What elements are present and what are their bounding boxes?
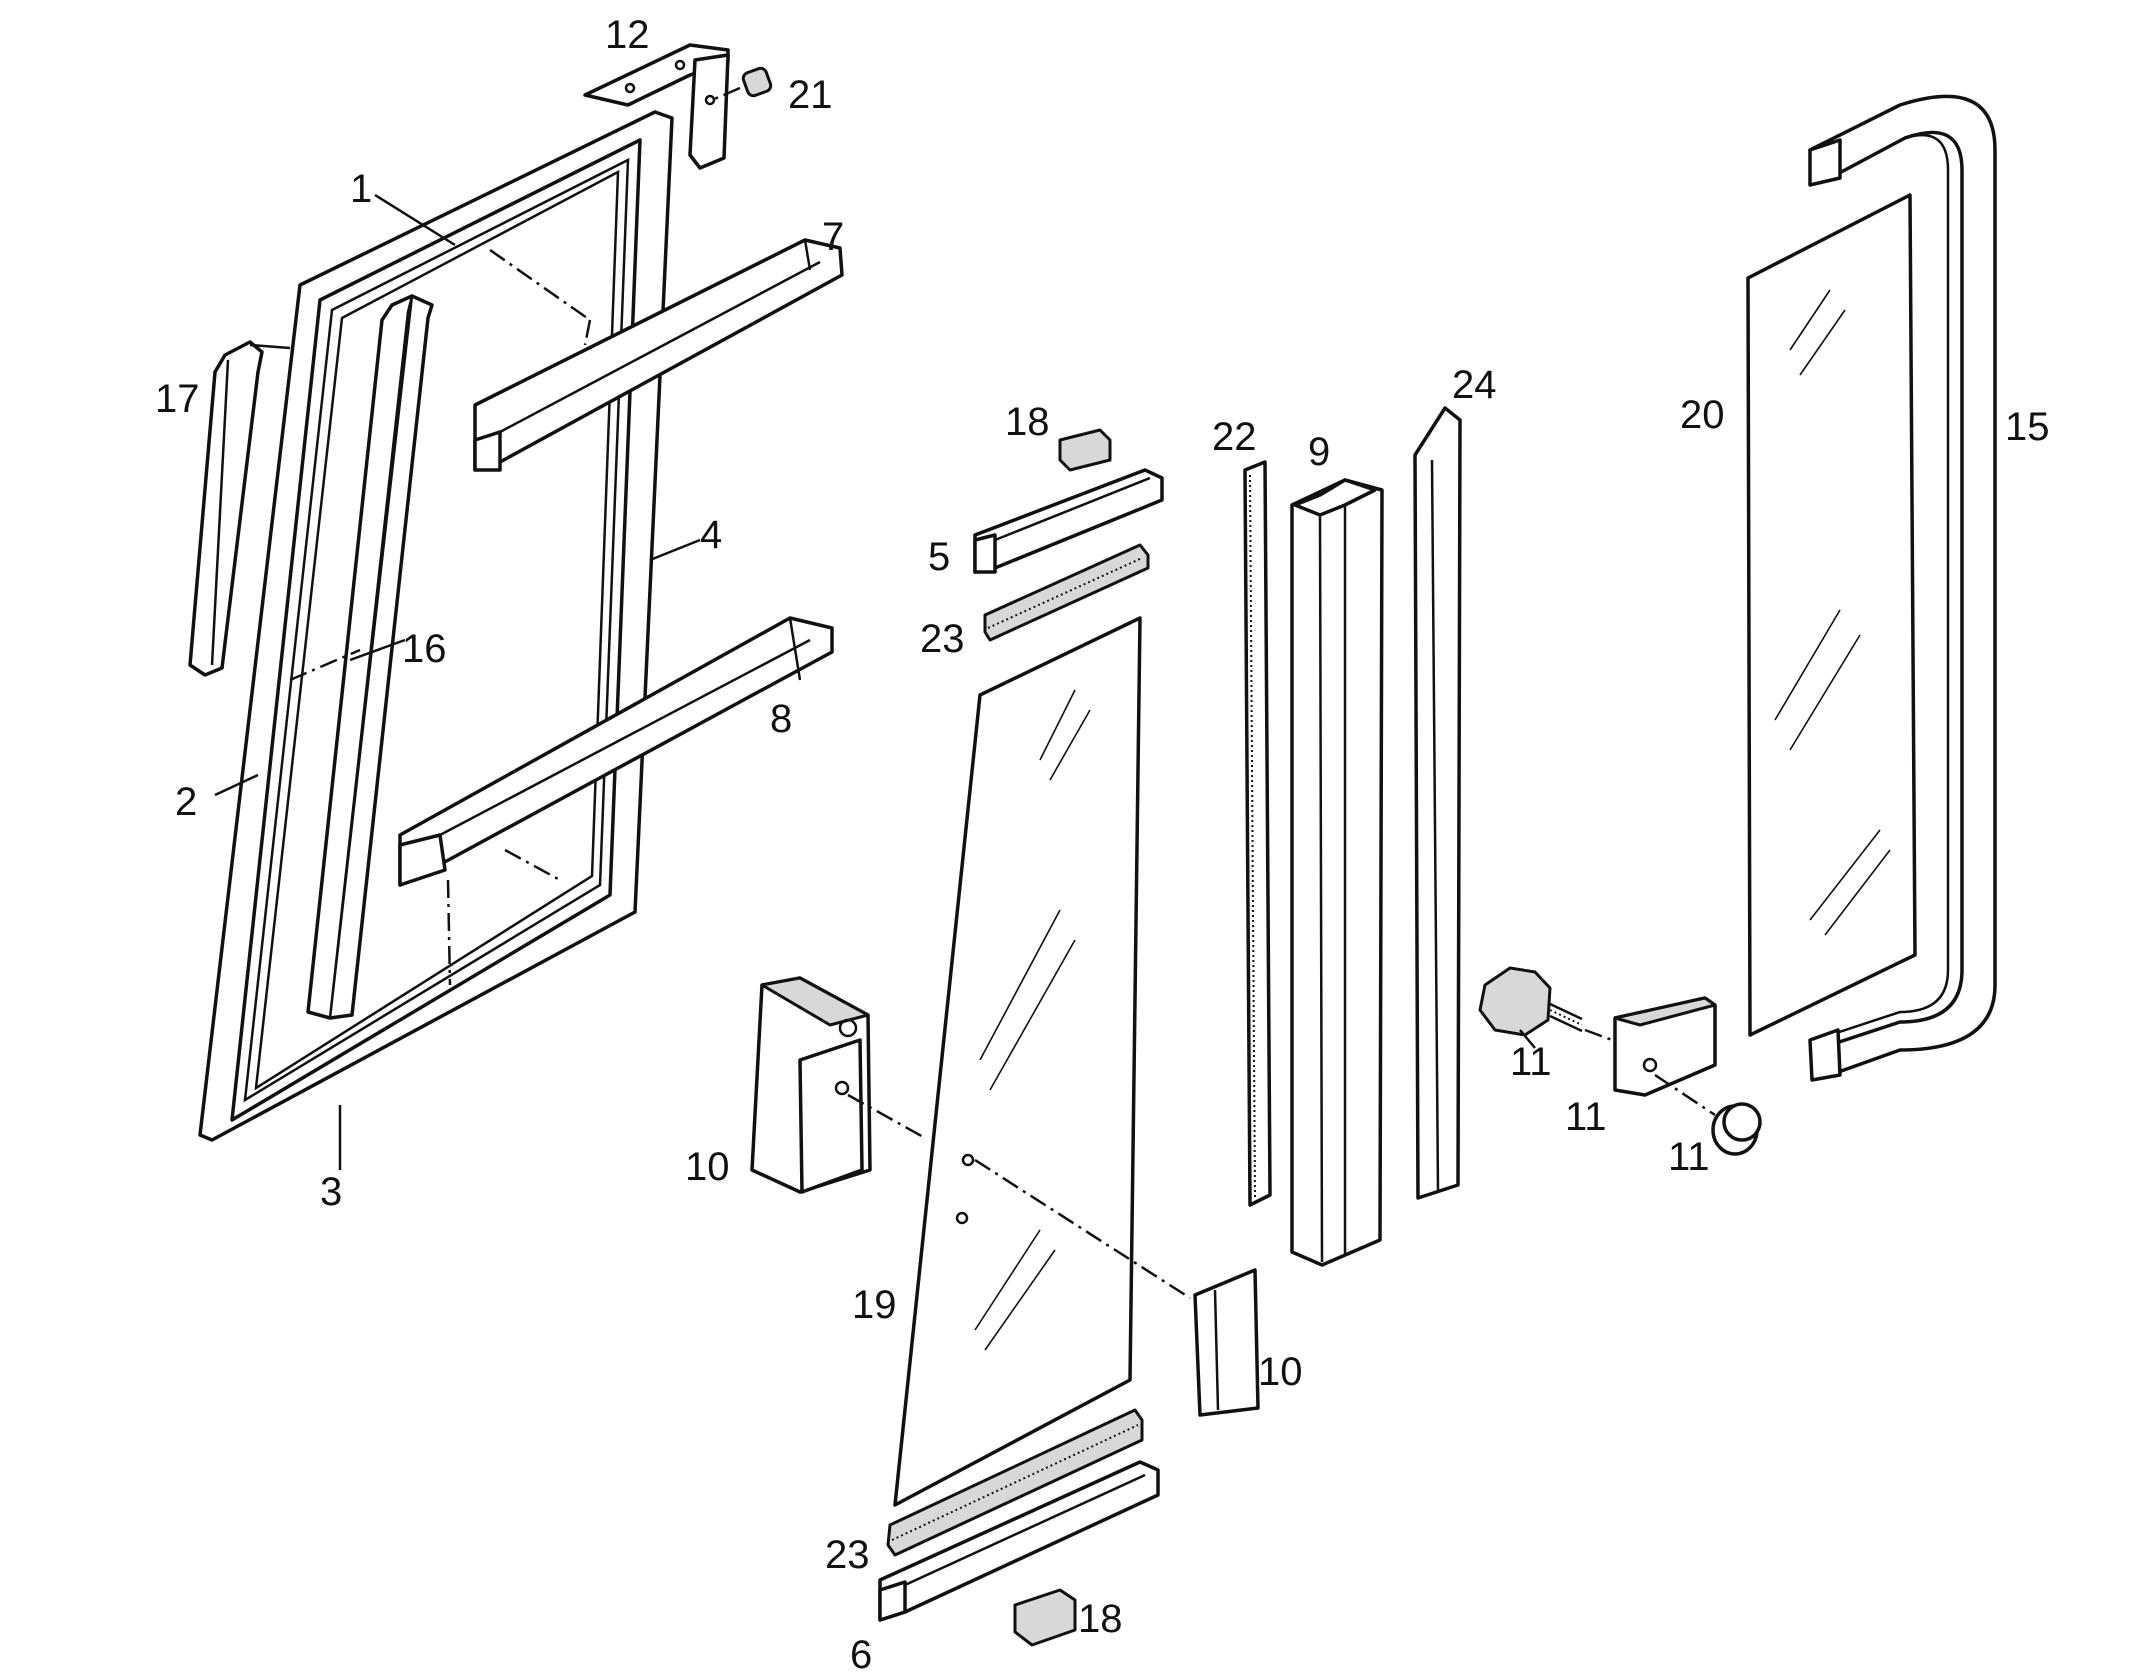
cap-nut-part: [1711, 1102, 1762, 1156]
clamp-cover-part: [974, 1158, 1260, 1417]
callout-8: 8: [770, 697, 792, 741]
callout-19: 19: [852, 1283, 897, 1327]
vertical-seal-strip-part: [1413, 406, 1462, 1200]
callout-18-bottom: 18: [1078, 1597, 1123, 1641]
fixed-frame-part: [1808, 94, 1997, 1082]
bottom-channel-part: [878, 1460, 1160, 1622]
fixed-glass-part: [1746, 193, 1917, 1037]
callout-17: 17: [155, 377, 200, 421]
end-cap-top-part: [1058, 428, 1112, 472]
screw-part: [711, 66, 773, 102]
end-cap-bottom-part: [1013, 1588, 1077, 1647]
callout-2: 2: [175, 780, 197, 824]
callout-22: 22: [1212, 415, 1257, 459]
lower-rail-part: [398, 616, 834, 887]
top-bracket-part: [583, 43, 730, 170]
door-frame-part: [198, 110, 674, 1142]
callout-9: 9: [1308, 430, 1330, 474]
callout-12: 12: [605, 13, 650, 57]
callout-15: 15: [2005, 405, 2050, 449]
knob-part: [1478, 966, 1583, 1037]
callout-1: 1: [350, 167, 372, 211]
upper-rail-part: [473, 238, 844, 472]
callout-24: 24: [1452, 363, 1497, 407]
callout-5: 5: [928, 535, 950, 579]
glass-panel-part: [893, 616, 1142, 1507]
callout-10-right: 10: [1258, 1350, 1303, 1394]
callout-leaders: [214, 193, 1536, 1170]
callout-20: 20: [1680, 393, 1725, 437]
callout-7: 7: [822, 215, 844, 259]
callout-23-bottom: 23: [825, 1533, 870, 1577]
callout-18-top: 18: [1005, 400, 1050, 444]
callout-11-bracket: 11: [1565, 1095, 1607, 1139]
vertical-profile-part: [1290, 478, 1384, 1267]
callout-11-knob: 11: [1510, 1040, 1552, 1084]
callout-23-top: 23: [920, 617, 965, 661]
glass-clamp-part: [750, 976, 926, 1194]
callout-3: 3: [320, 1170, 342, 1214]
top-brush-strip-part: [983, 543, 1150, 642]
callout-21: 21: [788, 73, 833, 117]
bottom-brush-strip-part: [886, 1408, 1144, 1557]
top-channel-part: [973, 468, 1164, 574]
vertical-channel-part: [306, 294, 434, 1020]
brush-seal-vertical-part: [1243, 460, 1272, 1207]
knob-bracket-part: [1584, 996, 1717, 1117]
callout-11-cap: 11: [1668, 1135, 1710, 1179]
callout-16: 16: [402, 627, 447, 671]
side-seal-part: [188, 340, 291, 677]
callout-6: 6: [850, 1633, 872, 1677]
callout-4: 4: [700, 513, 722, 557]
callout-10-left: 10: [685, 1145, 730, 1189]
